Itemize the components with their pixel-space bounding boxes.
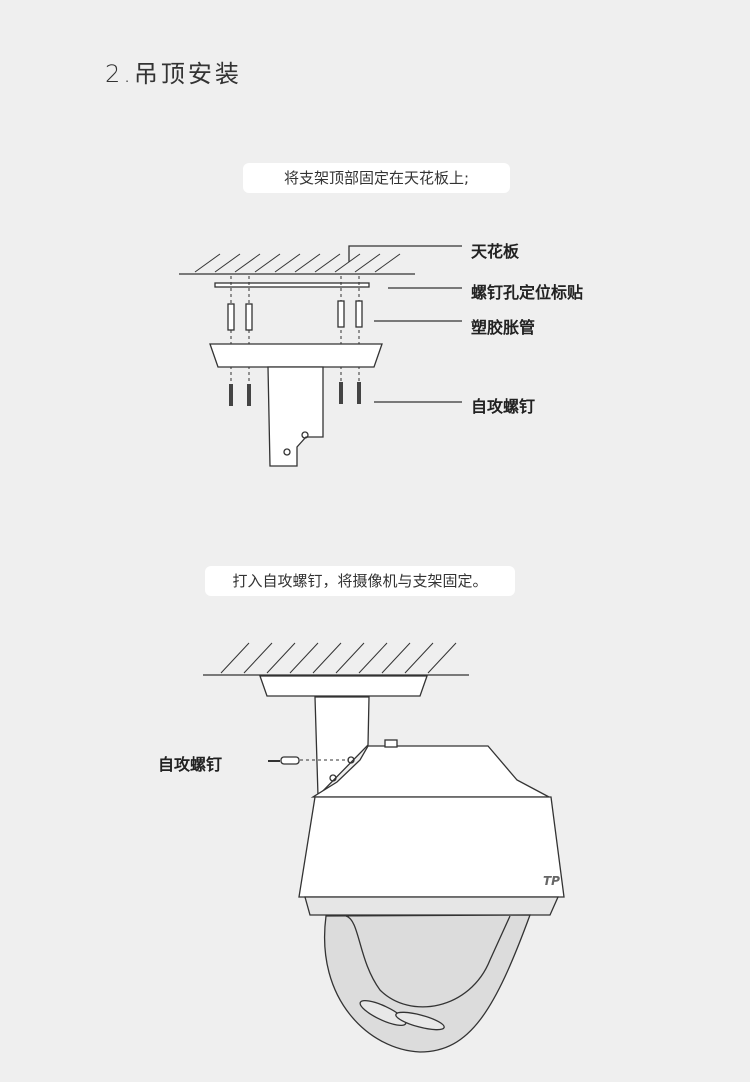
label-screw-hole-sticker: 螺钉孔定位标贴 (471, 283, 584, 302)
self-tapping-screw (280, 756, 300, 765)
ceiling-hatch-2 (203, 642, 469, 676)
camera-dome (324, 914, 531, 1053)
bracket-hole (283, 448, 291, 456)
ceiling-leader-line (348, 245, 462, 262)
step2-caption: 打入自攻螺钉，将摄像机与支架固定。 (205, 566, 515, 596)
camera-body (298, 796, 565, 898)
lens-window (359, 1000, 407, 1026)
bracket-base (209, 343, 383, 368)
arm-hole (329, 774, 337, 782)
label-self-tapping-screw-2: 自攻螺钉 (158, 755, 223, 774)
screw-hole-sticker (214, 282, 370, 288)
plastic-anchors (227, 300, 363, 331)
arm-hole (347, 756, 355, 764)
mount-arm (314, 696, 370, 798)
camera-ring (304, 896, 560, 916)
label-plastic-anchor: 塑胶胀管 (471, 318, 536, 337)
section-title: 2.吊顶安装 (105, 60, 242, 88)
camera-top-nub (384, 739, 398, 748)
lens-window (395, 1011, 445, 1031)
bracket-hole (301, 431, 309, 439)
ceiling-hatch-1 (179, 253, 415, 275)
label-self-tapping-screw: 自攻螺钉 (471, 397, 536, 416)
dome-curve (345, 915, 511, 1008)
label-ceiling: 天花板 (471, 242, 520, 261)
step1-caption: 将支架顶部固定在天花板上; (243, 163, 510, 193)
mount-base (259, 675, 428, 697)
screws (229, 382, 361, 406)
brand-logo: TP (543, 874, 560, 888)
alignment-lines (230, 276, 360, 395)
bracket-arm (267, 366, 324, 467)
